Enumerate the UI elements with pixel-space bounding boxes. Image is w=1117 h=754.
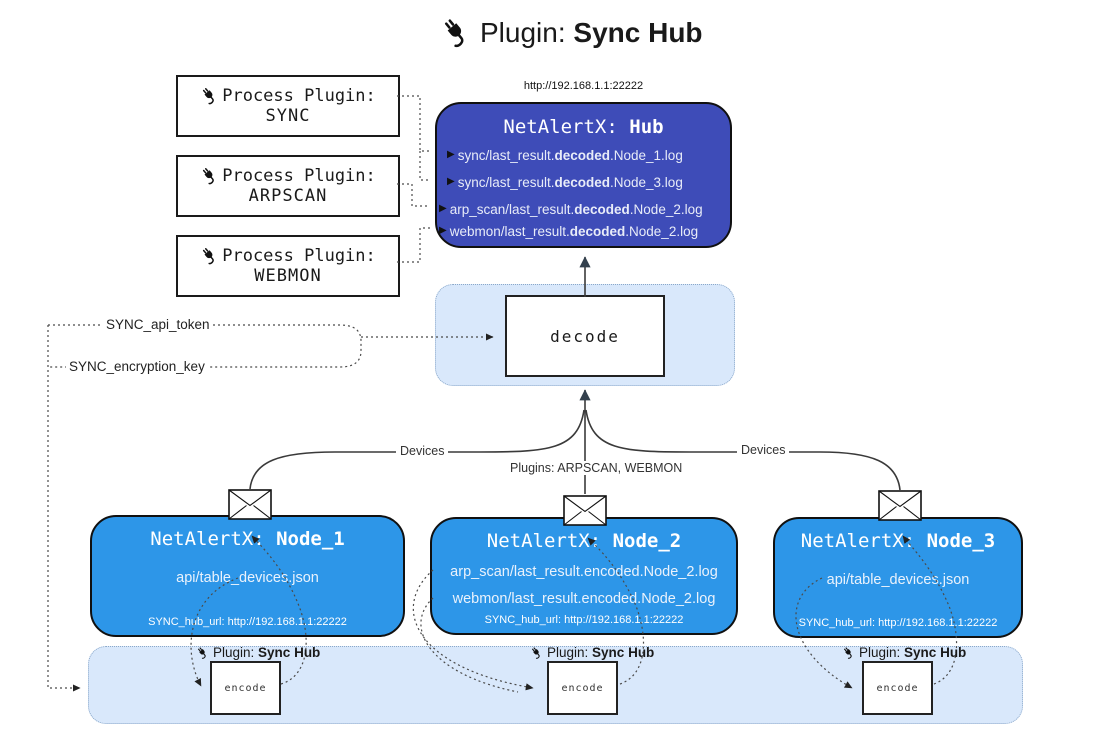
plug-icon xyxy=(200,86,220,106)
node-box-node-2: NetAlertX: Node_2 arp_scan/last_result.e… xyxy=(430,517,738,635)
hub-log-line: ▶sync/last_result.decoded.Node_1.log xyxy=(447,147,683,163)
hub-url: http://192.168.1.1:22222 xyxy=(523,80,644,92)
node-title: NetAlertX: Node_1 xyxy=(150,528,345,550)
arrow-right-icon: ▶ xyxy=(439,225,447,236)
process-plugin-box-arpscan: Process Plugin: ARPSCAN xyxy=(176,155,400,217)
edge-label-devices-left: Devices xyxy=(396,444,449,458)
node-file: arp_scan/last_result.encoded.Node_2.log xyxy=(450,564,718,580)
plug-icon xyxy=(200,166,220,186)
encode-box: encode xyxy=(210,661,281,715)
encode-box: encode xyxy=(862,661,933,715)
node-title: NetAlertX: Node_2 xyxy=(486,530,682,552)
envelope-icon xyxy=(563,495,607,531)
hub-title: NetAlertX: Hub xyxy=(503,116,664,138)
decode-box: decode xyxy=(505,295,665,377)
node-file: api/table_devices.json xyxy=(176,570,319,586)
node-hub-url: SYNC_hub_url: http://192.168.1.1:22222 xyxy=(798,617,998,629)
process-plugin-label: Process Plugin: xyxy=(222,166,376,186)
diagram-title: Plugin: Sync Hub xyxy=(440,16,703,50)
plug-icon xyxy=(842,646,856,660)
node-file: webmon/last_result.encoded.Node_2.log xyxy=(452,591,716,607)
plug-icon xyxy=(440,16,474,50)
node-file: api/table_devices.json xyxy=(826,572,970,588)
plug-icon xyxy=(530,646,544,660)
process-plugin-name: WEBMON xyxy=(254,266,322,286)
envelope-icon xyxy=(228,489,272,525)
hub-log-line: ▶webmon/last_result.decoded.Node_2.log xyxy=(439,223,699,239)
node-hub-url: SYNC_hub_url: http://192.168.1.1:22222 xyxy=(484,614,684,626)
hub-log-line: ▶sync/last_result.decoded.Node_3.log xyxy=(447,174,683,190)
process-plugin-label: Process Plugin: xyxy=(222,86,376,106)
node-box-node-1: NetAlertX: Node_1 api/table_devices.json… xyxy=(90,515,405,637)
process-plugin-box-sync: Process Plugin: SYNC xyxy=(176,75,400,137)
edge-label-plugins: Plugins: ARPSCAN, WEBMON xyxy=(506,461,687,475)
plug-icon xyxy=(200,246,220,266)
edge-label-devices-right: Devices xyxy=(737,443,790,457)
encoder-plugin-label: Plugin: Sync Hub xyxy=(842,645,966,660)
node-box-node-3: NetAlertX: Node_3 api/table_devices.json… xyxy=(773,517,1023,638)
envelope-icon xyxy=(878,490,922,526)
arrow-right-icon: ▶ xyxy=(447,149,455,160)
encode-box: encode xyxy=(547,661,618,715)
plug-icon xyxy=(196,646,210,660)
process-plugin-label: Process Plugin: xyxy=(222,246,376,266)
token-label-encryption-key: SYNC_encryption_key xyxy=(66,359,208,374)
node-hub-url: SYNC_hub_url: http://192.168.1.1:22222 xyxy=(148,616,347,628)
process-plugin-box-webmon: Process Plugin: WEBMON xyxy=(176,235,400,297)
encoder-plugin-label: Plugin: Sync Hub xyxy=(530,645,654,660)
arrow-right-icon: ▶ xyxy=(439,203,447,214)
token-label-api: SYNC_api_token xyxy=(103,317,213,332)
diagram-title-text: Plugin: Sync Hub xyxy=(480,17,703,48)
process-plugin-name: SYNC xyxy=(265,106,311,126)
process-plugin-name: ARPSCAN xyxy=(248,186,328,206)
node-title: NetAlertX: Node_3 xyxy=(800,530,996,552)
hub-box: NetAlertX: Hub ▶sync/last_result.decoded… xyxy=(435,102,732,248)
arrow-right-icon: ▶ xyxy=(447,176,455,187)
encoder-plugin-label: Plugin: Sync Hub xyxy=(196,645,320,660)
hub-log-line: ▶arp_scan/last_result.decoded.Node_2.log xyxy=(439,201,703,217)
